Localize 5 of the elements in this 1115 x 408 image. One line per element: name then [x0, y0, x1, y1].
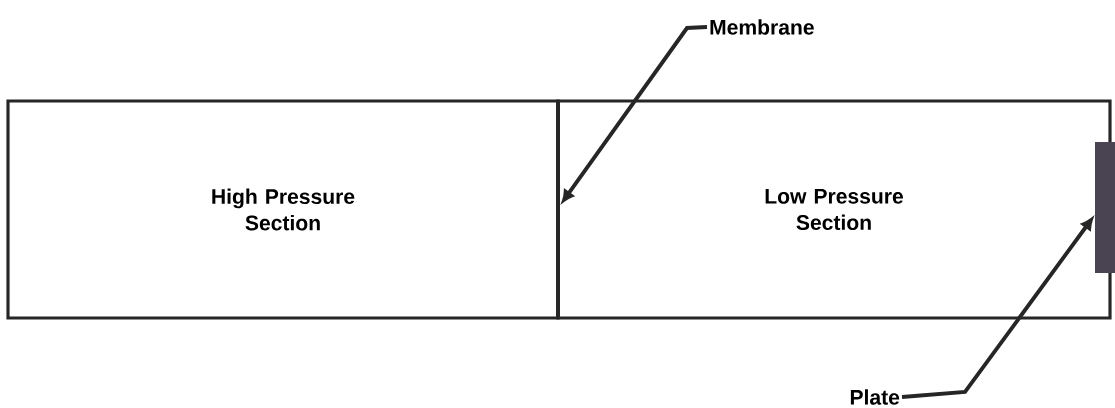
- leader-line: [562, 25, 708, 203]
- leader-line: [901, 217, 1093, 399]
- plate-bar: [1095, 142, 1115, 273]
- label-text: Plate: [850, 389, 900, 405]
- label-text: Membrane: [710, 19, 814, 35]
